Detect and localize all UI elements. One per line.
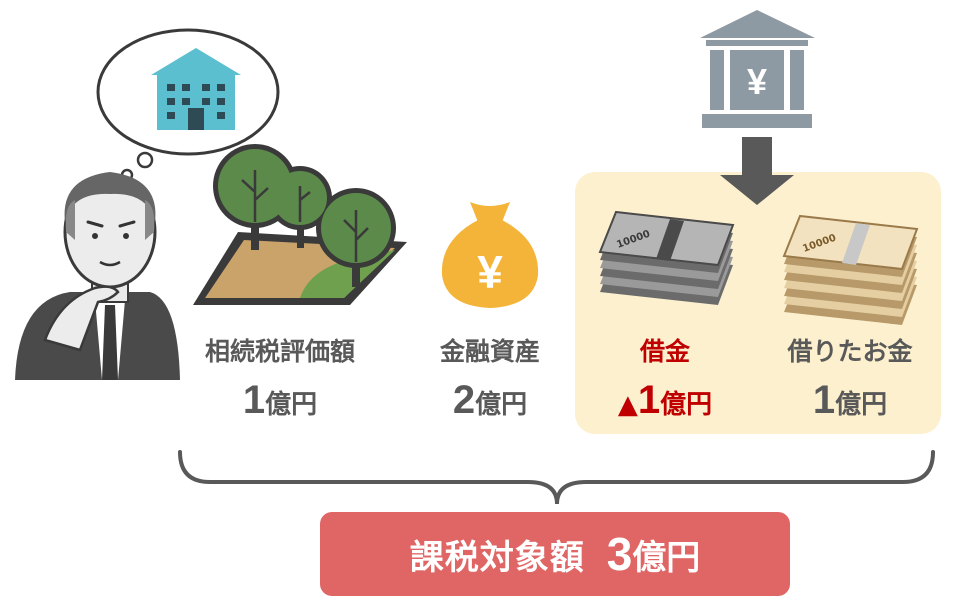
forest-land-icon xyxy=(193,144,407,305)
item-label-inheritance-valuation: 相続税評価額 xyxy=(204,337,355,366)
taxable-amount-result: 課税対象額 3 億円 xyxy=(320,512,790,596)
item-amount-borrowed-money: 1億円 xyxy=(812,378,888,422)
down-arrow-icon xyxy=(720,137,794,205)
thinking-man-icon xyxy=(15,172,180,380)
result-label: 課税対象額 xyxy=(409,537,585,578)
item-amount-financial-assets: 2億円 xyxy=(452,378,528,422)
debt-banknotes-icon: 10000 xyxy=(598,210,735,305)
item-amount-inheritance-valuation: 1億円 xyxy=(242,378,318,422)
item-label-debt: 借金 xyxy=(639,337,690,366)
money-bag-icon: ¥ xyxy=(441,202,539,308)
item-label-financial-assets: 金融資産 xyxy=(439,337,540,366)
result-amount-unit: 億円 xyxy=(632,537,701,578)
bracket-brace xyxy=(178,450,935,505)
bank-icon: ¥ xyxy=(700,10,815,128)
building-icon xyxy=(151,48,241,130)
item-amount-debt: ▲1億円 xyxy=(617,378,713,422)
money-bag-yen-mark: ¥ xyxy=(477,246,503,298)
result-amount-number: 3 xyxy=(606,528,633,580)
item-label-borrowed-money: 借りたお金 xyxy=(787,337,913,366)
borrowed-banknotes-icon: 10000 xyxy=(782,214,919,325)
bank-yen-mark: ¥ xyxy=(747,61,767,102)
